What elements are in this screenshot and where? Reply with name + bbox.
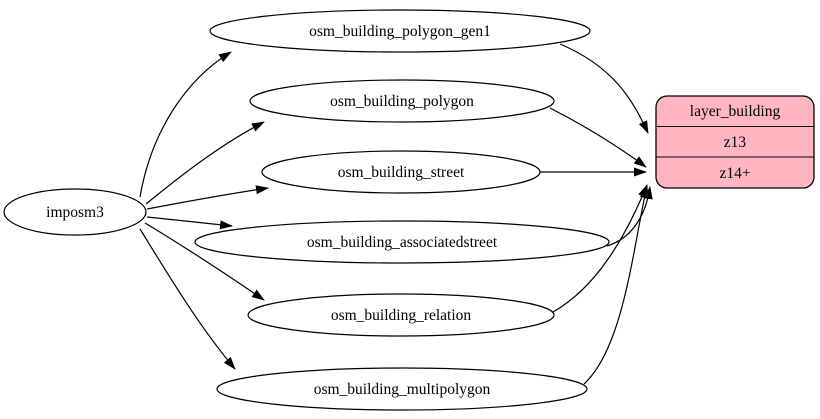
- node-osm_building_polygon_gen1: osm_building_polygon_gen1: [209, 9, 591, 53]
- layer-building-box: [655, 95, 815, 189]
- table-ellipse: [247, 293, 555, 337]
- edge-osm_building_relation-to-layer_building-z14: [552, 184, 648, 313]
- layer-row-z14: z14+: [719, 165, 750, 182]
- table-label: osm_building_multipolygon: [314, 381, 491, 398]
- table-label: osm_building_street: [338, 164, 465, 181]
- node-layer_building: layer_building z13 z14+: [655, 95, 815, 189]
- edge-group-source-to-tables: [139, 51, 269, 370]
- table-label: osm_building_relation: [331, 307, 472, 324]
- edge-imposm3-to-osm_building_multipolygon: [139, 228, 236, 370]
- table-ellipse: [216, 367, 588, 411]
- table-ellipse: [249, 79, 555, 123]
- table-label: osm_building_polygon: [330, 93, 474, 110]
- edge-imposm3-to-osm_building_relation: [144, 222, 265, 301]
- table-ellipse: [261, 150, 541, 194]
- node-osm_building_street: osm_building_street: [261, 150, 541, 194]
- edge-osm_building_multipolygon-to-layer_building-z14: [583, 185, 649, 385]
- edge-imposm3-to-osm_building_associatedstreet: [146, 216, 233, 230]
- table-ellipse: [209, 9, 591, 53]
- edge-imposm3-to-osm_building_polygon_gen1: [139, 51, 232, 198]
- layer-row-z13: z13: [724, 134, 747, 151]
- node-osm_building_associatedstreet: osm_building_associatedstreet: [194, 220, 610, 264]
- node-osm_building_polygon: osm_building_polygon: [249, 79, 555, 123]
- edge-osm_building_polygon-to-layer_building-z14: [549, 107, 647, 168]
- imposm3-label: imposm3: [46, 204, 104, 221]
- imposm3-ellipse: [3, 188, 147, 236]
- edge-group-tables-to-layer: [540, 43, 653, 385]
- edge-imposm3-to-osm_building_street: [146, 185, 269, 210]
- edge-osm_building_polygon_gen1-to-layer_building-z13: [559, 43, 649, 134]
- edge-osm_building_associatedstreet-to-layer_building-z14: [606, 186, 653, 247]
- edge-imposm3-to-osm_building_polygon: [145, 121, 265, 205]
- node-osm_building_multipolygon: osm_building_multipolygon: [216, 367, 588, 411]
- table-ellipse: [194, 220, 610, 264]
- node-imposm3: imposm3: [3, 188, 147, 236]
- table-label: osm_building_polygon_gen1: [309, 23, 491, 40]
- table-label: osm_building_associatedstreet: [307, 234, 498, 251]
- node-osm_building_relation: osm_building_relation: [247, 293, 555, 337]
- layer-building-title: layer_building: [690, 103, 781, 120]
